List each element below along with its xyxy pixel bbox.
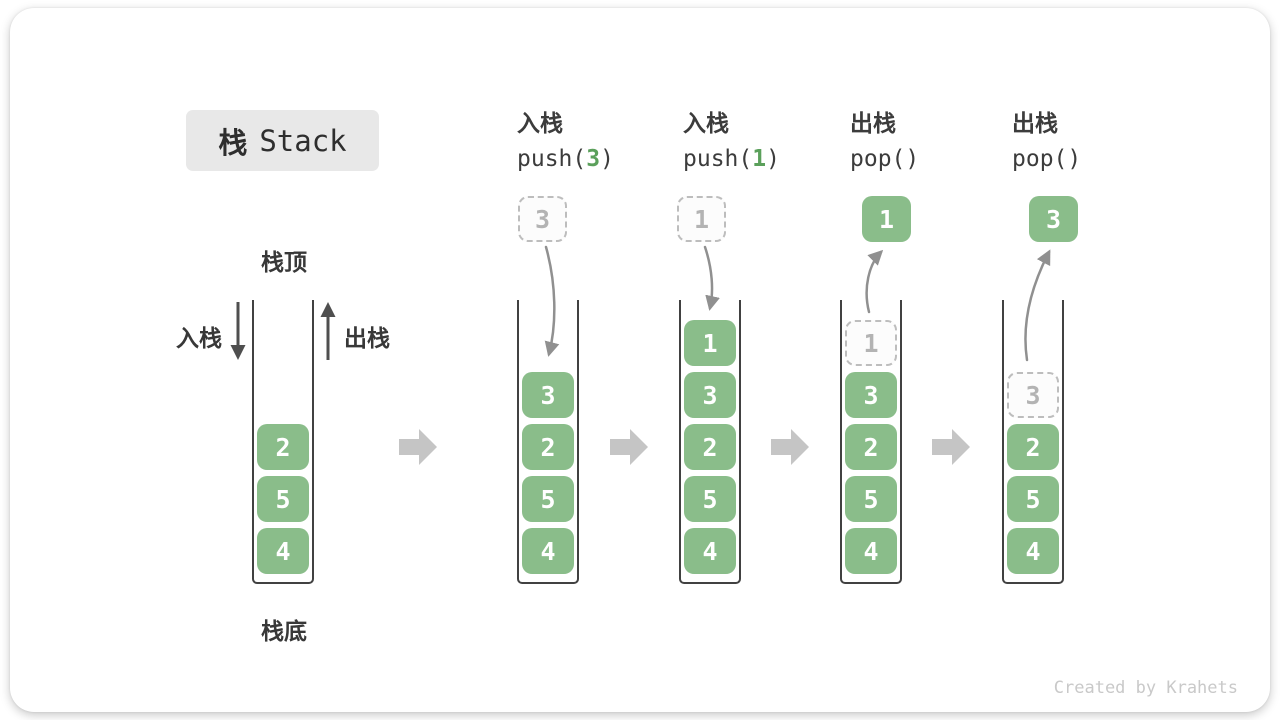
popped-item: 3 — [1029, 196, 1078, 242]
watermark: Created by Krahets — [1053, 678, 1238, 698]
incoming-item: 3 — [518, 196, 567, 242]
code-pre: pop( — [1012, 146, 1068, 172]
stack-container-initial — [252, 300, 314, 584]
op-label-push-1: 入栈 push(1) — [683, 106, 780, 178]
op-label-pop-3: 出栈 pop() — [1012, 106, 1081, 178]
stack-cell: 4 — [845, 528, 897, 574]
code-arg: 1 — [752, 146, 767, 172]
stack-cell: 3 — [522, 372, 574, 418]
stack-cell: 5 — [845, 476, 897, 522]
code-post: ) — [905, 146, 920, 172]
code-pre: push( — [517, 146, 587, 172]
stack-container-after-pop-3 — [1002, 300, 1064, 584]
stack-container-after-push-1 — [679, 300, 741, 584]
stack-container-after-pop-1 — [840, 300, 902, 584]
op-code: push(1) — [683, 140, 780, 178]
op-title: 出栈 — [850, 110, 896, 136]
op-label-push-3: 入栈 push(3) — [517, 106, 614, 178]
stack-cell: 2 — [684, 424, 736, 470]
stack-container-after-push-3 — [517, 300, 579, 584]
title-zh: 栈 — [218, 127, 248, 160]
stack-cell: 2 — [845, 424, 897, 470]
push-side-label: 入栈 — [176, 325, 222, 351]
op-code: pop() — [850, 140, 919, 178]
stack-cell: 5 — [522, 476, 574, 522]
title-badge: 栈 Stack — [186, 110, 379, 171]
stack-cell: 4 — [1007, 528, 1059, 574]
stack-cell: 4 — [684, 528, 736, 574]
op-code: pop() — [1012, 140, 1081, 178]
stack-cell: 3 — [684, 372, 736, 418]
stack-cell: 2 — [257, 424, 309, 470]
ghost-cell: 1 — [845, 320, 897, 366]
op-label-pop-1: 出栈 pop() — [850, 106, 919, 178]
title-en: Stack — [259, 123, 347, 158]
pop-side-label: 出栈 — [344, 325, 390, 351]
op-title: 入栈 — [683, 110, 729, 136]
stack-cell: 4 — [257, 528, 309, 574]
stack-cell: 4 — [522, 528, 574, 574]
code-post: ) — [600, 146, 614, 172]
popped-item: 1 — [862, 196, 911, 242]
stack-cell: 2 — [1007, 424, 1059, 470]
stack-cell: 2 — [522, 424, 574, 470]
ghost-cell: 3 — [1007, 372, 1059, 418]
code-post: ) — [1067, 146, 1082, 172]
stack-cell: 1 — [684, 320, 736, 366]
incoming-item: 1 — [677, 196, 726, 242]
stack-cell: 5 — [257, 476, 309, 522]
code-arg: 3 — [586, 146, 601, 172]
stack-cell: 5 — [1007, 476, 1059, 522]
stack-bottom-label: 栈底 — [261, 618, 307, 644]
op-title: 入栈 — [517, 110, 563, 136]
op-title: 出栈 — [1012, 110, 1058, 136]
op-code: push(3) — [517, 140, 614, 178]
stack-top-label: 栈顶 — [261, 249, 307, 275]
code-pre: pop( — [850, 146, 906, 172]
stack-cell: 3 — [845, 372, 897, 418]
stack-cell: 5 — [684, 476, 736, 522]
code-post: ) — [766, 146, 780, 172]
code-pre: push( — [683, 146, 753, 172]
